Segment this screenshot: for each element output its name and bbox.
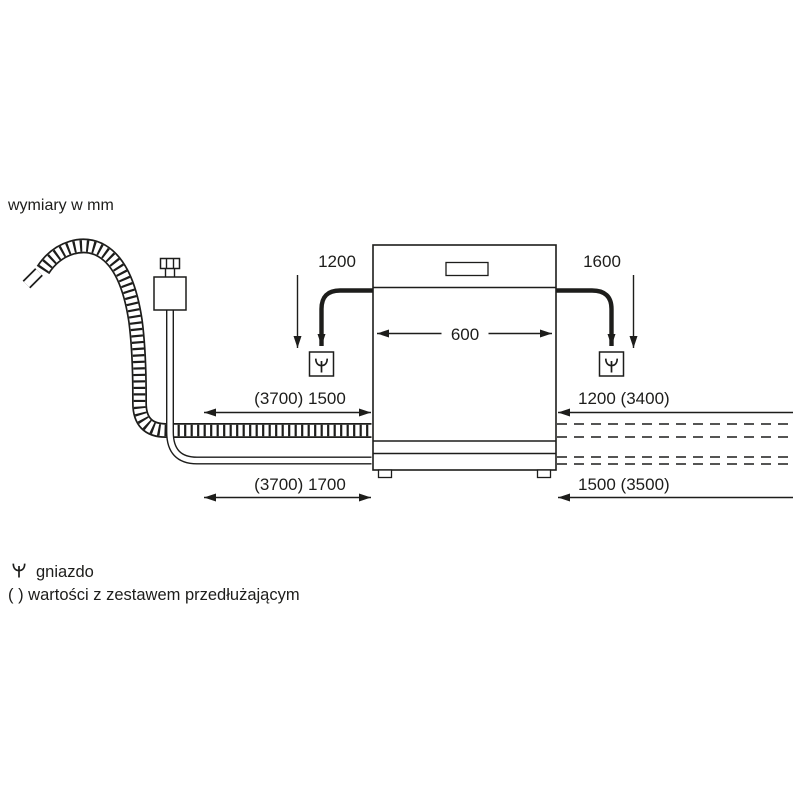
page-title: wymiary w mm: [7, 197, 114, 214]
dim-drain-right: 1200 (3400): [557, 389, 793, 438]
dim-supply-right: 1500 (3500): [557, 456, 793, 502]
power-cord-right: 1600: [556, 252, 638, 377]
legend-extension-note: ( ) wartości z zestawem przedłużającym: [8, 586, 300, 604]
aquastop-tap-connector: [159, 257, 181, 270]
foot-right: [536, 469, 552, 479]
cord-right-label: 1600: [583, 252, 621, 271]
cord-left-cable: [317, 288, 373, 346]
socket-fork-icon: [12, 562, 26, 579]
width-dimension: 600: [377, 325, 552, 344]
appliance: [372, 244, 557, 479]
dim-drain-left: (3700) 1500: [204, 389, 371, 417]
foot-left: [377, 469, 393, 479]
drain-right-label: 1200 (3400): [578, 389, 670, 408]
supply-hose-fill: [167, 310, 372, 464]
appliance-body: [372, 244, 557, 471]
dim-supply-left: (3700) 1700: [204, 475, 371, 502]
drain-hose: [22, 238, 372, 438]
cord-right-cable: [556, 288, 616, 346]
supply-right-label: 1500 (3500): [578, 475, 670, 494]
aquastop-valve-box: [153, 276, 187, 311]
drain-hose-end-fitting-inner: [23, 269, 42, 288]
legend: gniazdo ( ) wartości z zestawem przedłuż…: [8, 562, 300, 604]
legend-socket-label: gniazdo: [36, 563, 94, 581]
door-handle: [445, 261, 489, 277]
drain-hose-corrugation: [38, 240, 372, 437]
drain-left-label: (3700) 1500: [254, 389, 346, 408]
power-cord-left: 1200: [293, 252, 373, 377]
appliance-width-label: 600: [451, 325, 479, 344]
cord-left-label: 1200: [318, 252, 356, 271]
supply-hose: [153, 257, 372, 465]
supply-left-label: (3700) 1700: [254, 475, 346, 494]
